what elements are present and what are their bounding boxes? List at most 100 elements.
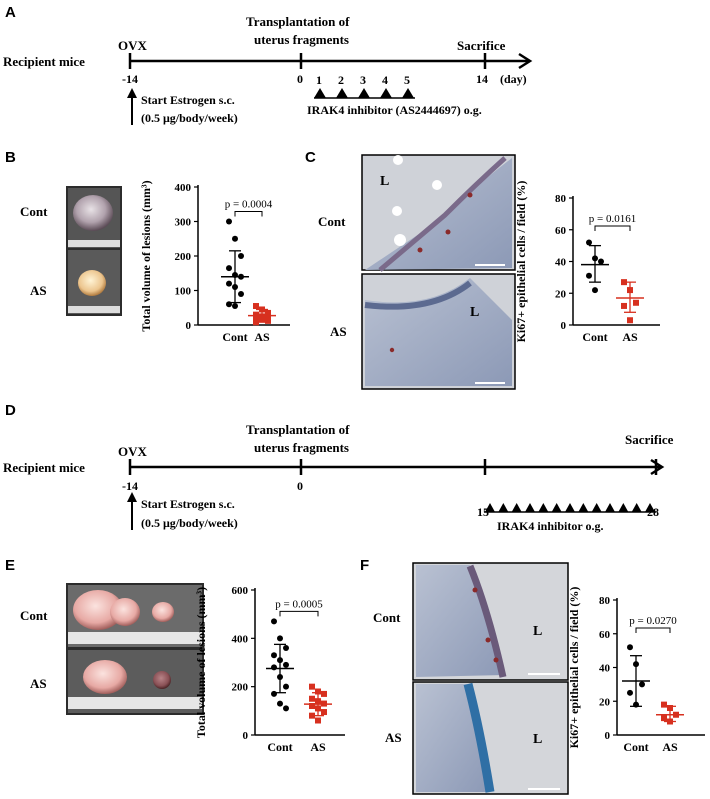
dose-marker [336,88,348,98]
data-point [627,287,633,294]
lumen-label: L [380,174,389,189]
estrogen-arrowhead [127,88,137,98]
data-point [238,290,244,297]
dose-day-label: 5 [404,73,410,87]
data-point [259,316,265,323]
ki67-nucleus [493,657,499,663]
data-point [321,709,327,716]
data-point [238,273,244,280]
panel-letter-a: A [5,4,16,21]
histo-epithelium [463,682,495,793]
dose-marker [618,503,629,512]
ruler [68,240,120,247]
dose-marker [591,503,602,512]
tick-label: -14 [122,479,138,493]
data-point [661,701,667,708]
panel-letter-e: E [5,557,15,574]
photo-label-cont: Cont [20,608,48,623]
panel-letter-d: D [5,402,16,419]
photo-label-as: AS [30,676,47,691]
data-point [633,299,639,306]
estrogen-label-line2: (0.5 μg/body/week) [141,516,238,530]
significance-bracket [279,610,319,617]
lesion-as [78,270,106,296]
data-point [667,705,673,711]
y-axis-label: Total volume of lesions (mm³) [139,180,153,331]
histo-epithelium [364,280,472,310]
ruler [68,632,202,644]
tick-label: 0 [297,479,303,493]
dose-marker [631,503,642,512]
photo-label-cont: Cont [318,214,346,229]
y-tick-label: 40 [555,257,567,269]
data-point [232,235,238,242]
lesion-as [83,660,127,694]
data-point [226,301,232,308]
data-point [627,689,633,696]
data-point [226,218,232,225]
data-point [633,701,639,708]
data-point [315,717,321,724]
data-point [283,645,289,651]
dose-marker [538,503,549,512]
data-point [277,635,283,642]
panel-letter-f: F [360,557,369,574]
ruler [68,306,120,313]
unit-label: (day) [500,72,527,86]
dose-marker [565,503,575,512]
photo-label-cont: Cont [20,204,48,219]
data-point [277,674,283,680]
y-tick-label: 300 [175,217,192,229]
data-point [661,715,667,722]
transplant-label-line1: Transplantation of [246,14,350,29]
data-point [265,314,271,321]
data-point [315,698,321,705]
photo-label-as: AS [330,324,347,339]
data-point [226,265,232,272]
data-point [639,681,645,688]
data-point [598,258,604,265]
lumen-label: L [533,624,542,639]
y-tick-label: 60 [555,225,567,237]
histo-bubble [432,180,442,190]
y-tick-label: 400 [232,633,249,645]
tick-label: 0 [297,72,303,86]
dose-day-label: 1 [316,73,322,87]
data-point [309,712,315,719]
significance-bracket [234,211,263,217]
histo-epithelium [466,564,507,678]
ki67-nucleus [472,587,478,593]
data-point [283,705,289,712]
data-point [621,279,627,286]
y-tick-label: 200 [175,251,192,263]
y-axis-label: Ki67+ epithelial cells / field (%) [567,587,581,749]
data-point [265,317,271,324]
data-point [232,271,238,278]
y-tick-label: 60 [599,629,611,641]
ki67-nucleus [445,229,451,235]
lesion-cont [73,195,113,231]
ovx-label: OVX [118,444,148,459]
tick-label: -14 [122,72,138,86]
y-tick-label: 20 [555,288,567,300]
inhibitor-label: IRAK4 inhibitor (AS2444697) o.g. [307,103,482,117]
histology-image: L L [361,154,516,390]
estrogen-label-line1: Start Estrogen s.c. [141,497,235,511]
data-point [315,688,321,695]
x-tick-label: Cont [582,330,607,344]
panel-a: A Recipient mice OVX Transplantation of … [3,4,533,125]
dose-marker [485,503,495,512]
data-point [592,255,598,262]
lumen-label: L [533,732,542,747]
data-point [253,311,259,318]
data-point [283,683,289,690]
dose-marker [525,503,535,512]
histology-image: L L [412,562,569,795]
